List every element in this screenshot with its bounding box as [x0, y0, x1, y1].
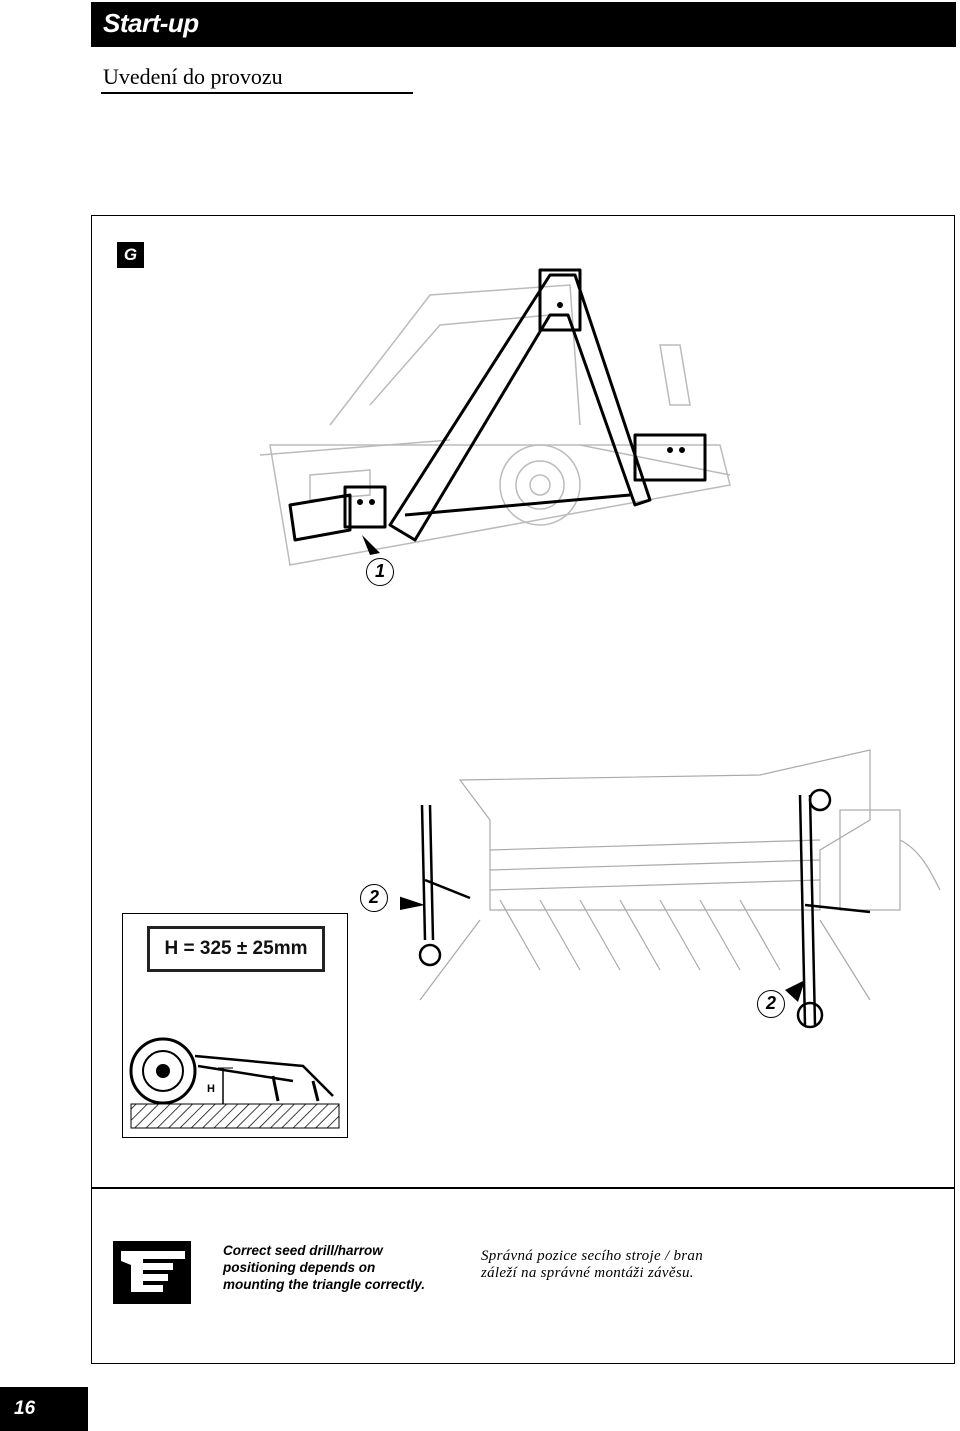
- figure-divider: [91, 1187, 955, 1189]
- callout-2-right: 2: [757, 990, 785, 1018]
- section-title: Start-up: [103, 8, 199, 38]
- note-english: Correct seed drill/harrow positioning de…: [223, 1243, 426, 1292]
- figure-label: G: [117, 242, 144, 268]
- pointing-hand-icon: [113, 1241, 191, 1304]
- figure-frame: [91, 215, 955, 1364]
- note-czech: Správná pozice secího stroje / bran zále…: [481, 1248, 704, 1281]
- height-inset: H = 325 ± 25mm H: [122, 913, 348, 1138]
- callout-1: 1: [366, 558, 394, 586]
- section-subtitle: Uvedení do provozu: [103, 64, 283, 89]
- callout-2-left: 2: [360, 884, 388, 912]
- subtitle-underline: [101, 92, 413, 94]
- page-number: 16: [14, 1398, 36, 1419]
- seed-drill-illustration: [400, 749, 941, 1029]
- height-label: H: [207, 1083, 215, 1095]
- page-number-badge: 16: [0, 1387, 88, 1431]
- triangle-hitch-illustration: [259, 268, 731, 566]
- header-bar: Start-up: [91, 2, 956, 47]
- height-diagram: H: [129, 1037, 340, 1129]
- height-formula: H = 325 ± 25mm: [147, 926, 325, 972]
